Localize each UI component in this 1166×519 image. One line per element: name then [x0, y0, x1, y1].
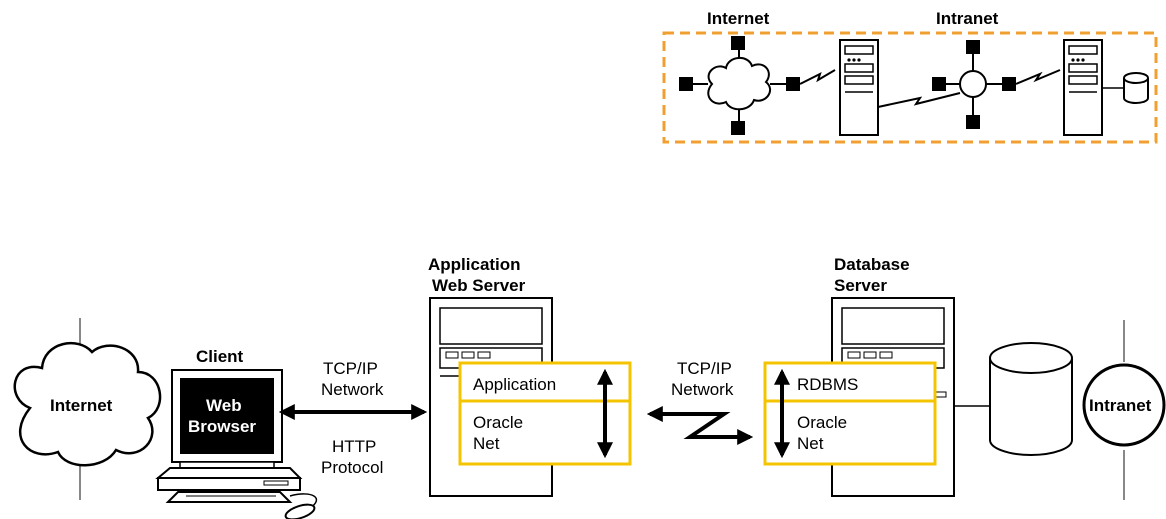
overview-dashed-border [662, 31, 1158, 144]
db-server-stack-box [763, 361, 937, 466]
app-server-title-line1: Application [428, 255, 521, 274]
overview-link-2 [877, 92, 961, 108]
client-screen-line2: Browser [188, 417, 256, 436]
left-protocol-line1: HTTP [332, 437, 376, 456]
overview-intranet-label: Intranet [936, 9, 999, 28]
overview-internet-cloud-icon [679, 36, 800, 135]
right-network-zigzag-arrow [646, 406, 754, 445]
left-link-line1: TCP/IP [323, 359, 378, 378]
db-server-title-line1: Database [834, 255, 910, 274]
intranet-node-icon [1082, 320, 1166, 500]
database-cylinder-icon [989, 342, 1073, 456]
app-stack-top-label: Application [473, 375, 556, 394]
right-link-line2: Network [671, 380, 734, 399]
app-server-stack-box [458, 361, 632, 466]
overview-database-icon [1123, 72, 1149, 104]
internet-cloud-label: Internet [50, 396, 113, 415]
left-link-line2: Network [321, 380, 384, 399]
db-stack-bottom-line2: Net [797, 434, 824, 453]
app-stack-bottom-line1: Oracle [473, 413, 523, 432]
overview-link-1 [799, 69, 836, 85]
overview-link-3 [1015, 69, 1061, 85]
db-stack-bottom-line1: Oracle [797, 413, 847, 432]
client-label: Client [196, 347, 244, 366]
client-computer-icon [155, 369, 318, 519]
overview-server-icon-1 [839, 39, 879, 136]
left-protocol-line2: Protocol [321, 458, 383, 477]
overview-panel: Internet Intranet [662, 9, 1158, 144]
internet-cloud-icon [13, 318, 162, 500]
app-stack-bottom-line2: Net [473, 434, 500, 453]
app-server-title-line2: Web Server [432, 276, 526, 295]
db-server-title-line2: Server [834, 276, 887, 295]
overview-server-icon-2 [1063, 39, 1124, 136]
db-stack-top-label: RDBMS [797, 375, 858, 394]
right-link-line1: TCP/IP [677, 359, 732, 378]
client-screen-line1: Web [206, 396, 242, 415]
overview-internet-label: Internet [707, 9, 770, 28]
intranet-node-label: Intranet [1089, 396, 1152, 415]
overview-intranet-node-icon [932, 40, 1016, 129]
